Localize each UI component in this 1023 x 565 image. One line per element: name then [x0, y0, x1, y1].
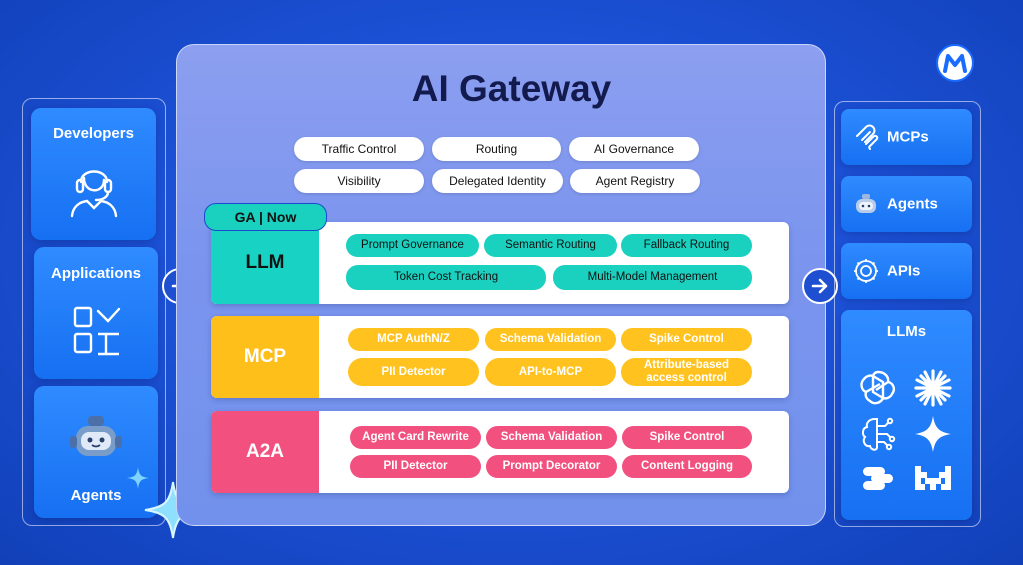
apis-label: APIs: [887, 262, 921, 280]
consumers-panel: [22, 98, 166, 526]
robot-icon: [70, 416, 122, 456]
a2a-chip: PII Detector: [350, 455, 481, 478]
mulesoft-logo-icon: [936, 44, 974, 82]
a2a-chip: Schema Validation: [486, 426, 617, 449]
page-title: AI Gateway: [411, 68, 612, 109]
providers-panel: [834, 101, 981, 527]
llm-chip: Prompt Governance: [346, 234, 479, 257]
mcp-chip: PII Detector: [348, 358, 479, 386]
openai-icon: [860, 370, 896, 405]
llm-chip: Fallback Routing: [621, 234, 752, 257]
llm-label: LLM: [211, 222, 319, 304]
developers-card: Developers: [31, 108, 156, 240]
ga-now-tab: GA | Now: [204, 203, 327, 231]
mcp-chip: Attribute-based access control: [621, 358, 752, 386]
capability-pill: Visibility: [294, 169, 424, 193]
a2a-chip: Prompt Decorator: [486, 455, 617, 478]
a2a-chip: Spike Control: [622, 426, 752, 449]
capability-pill: Agent Registry: [570, 169, 700, 193]
mistral-icon: [915, 466, 951, 490]
cluster-icon: [863, 467, 893, 490]
capability-pill: Traffic Control: [294, 137, 424, 161]
mcp-chip: Schema Validation: [485, 328, 616, 351]
robot-icon: [856, 194, 876, 213]
developers-label: Developers: [53, 125, 134, 142]
qr-app-icon: [73, 306, 121, 356]
applications-card: Applications: [34, 247, 158, 379]
mcps-label: MCPs: [887, 128, 929, 146]
mcp-icon: [856, 124, 879, 150]
llm-chip: Semantic Routing: [484, 234, 617, 257]
a2a-chip: Agent Card Rewrite: [350, 426, 481, 449]
a2a-row: A2A: [211, 411, 789, 493]
a2a-chip: Content Logging: [622, 455, 752, 478]
agents-label: Agents: [70, 487, 122, 504]
small-sparkle-icon: [127, 467, 149, 489]
llms-label: LLMs: [886, 323, 927, 340]
agents-card: Agents: [34, 386, 158, 518]
mcp-chip: Spike Control: [621, 328, 752, 351]
agents-provider-label: Agents: [887, 195, 938, 213]
apis-card: APIs: [841, 243, 972, 299]
outbound-arrow-icon: [802, 268, 838, 304]
agents-provider-card: Agents: [841, 176, 972, 232]
mcp-chip: MCP AuthN/Z: [348, 328, 479, 351]
llm-chip: Token Cost Tracking: [346, 265, 546, 290]
applications-label: Applications: [50, 265, 141, 282]
brain-circuit-icon: [861, 417, 896, 451]
capability-pill: AI Governance: [569, 137, 699, 161]
llm-chip: Multi-Model Management: [553, 265, 752, 290]
headset-person-icon: [70, 170, 118, 218]
api-gear-icon: [854, 259, 878, 283]
capability-pill: Delegated Identity: [432, 169, 563, 193]
llms-card: LLMs: [841, 310, 972, 520]
claude-burst-icon: [914, 369, 952, 407]
capability-pill: Routing: [432, 137, 561, 161]
a2a-label: A2A: [211, 411, 319, 493]
mcps-card: MCPs: [841, 109, 972, 165]
mcp-chip: API-to-MCP: [485, 358, 616, 386]
mcp-label: MCP: [211, 316, 319, 398]
gemini-star-icon: [915, 416, 951, 452]
